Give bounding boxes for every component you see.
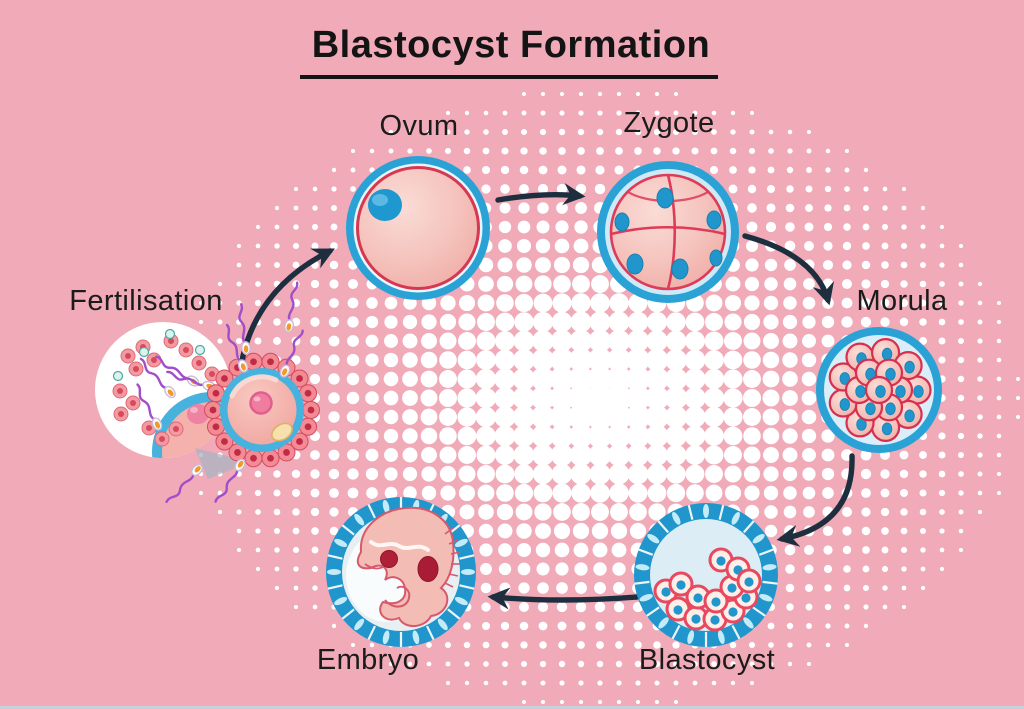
flow-arrows: [236, 183, 855, 610]
zygote-illustration: [597, 161, 739, 303]
embryo-body: [356, 506, 455, 627]
stage-label-ovum: Ovum: [379, 110, 459, 142]
magnifier-wedge: [195, 448, 250, 479]
embryo-heart-spot: [417, 556, 439, 582]
ovum-nucleus: [368, 189, 402, 221]
blastocyst-illustration: [634, 503, 778, 647]
embryo-illustration: [326, 497, 476, 647]
arrow-zygote-to-morula: [742, 233, 835, 306]
stage-label-zygote: Zygote: [623, 107, 715, 139]
title-underline: [300, 75, 718, 79]
page-title: Blastocyst Formation: [311, 24, 711, 66]
stage-label-blastocyst: Blastocyst: [638, 644, 776, 676]
arrow-morula-to-blastocyst: [776, 453, 855, 547]
morula-illustration: [816, 327, 942, 453]
bottom-edge-strip: [0, 706, 1024, 709]
arrow-ovum-to-zygote: [495, 183, 586, 206]
stage-label-embryo: Embryo: [316, 644, 420, 676]
fertilised-egg: [204, 352, 320, 468]
fertilisation-illustration: [95, 281, 320, 504]
embryo-eye-spot: [380, 550, 398, 568]
ovum-illustration: [346, 156, 490, 300]
stage-label-fertilisation: Fertilisation: [69, 285, 223, 317]
arrow-blastocyst-to-embryo: [487, 587, 640, 610]
stage-label-morula: Morula: [856, 285, 948, 317]
